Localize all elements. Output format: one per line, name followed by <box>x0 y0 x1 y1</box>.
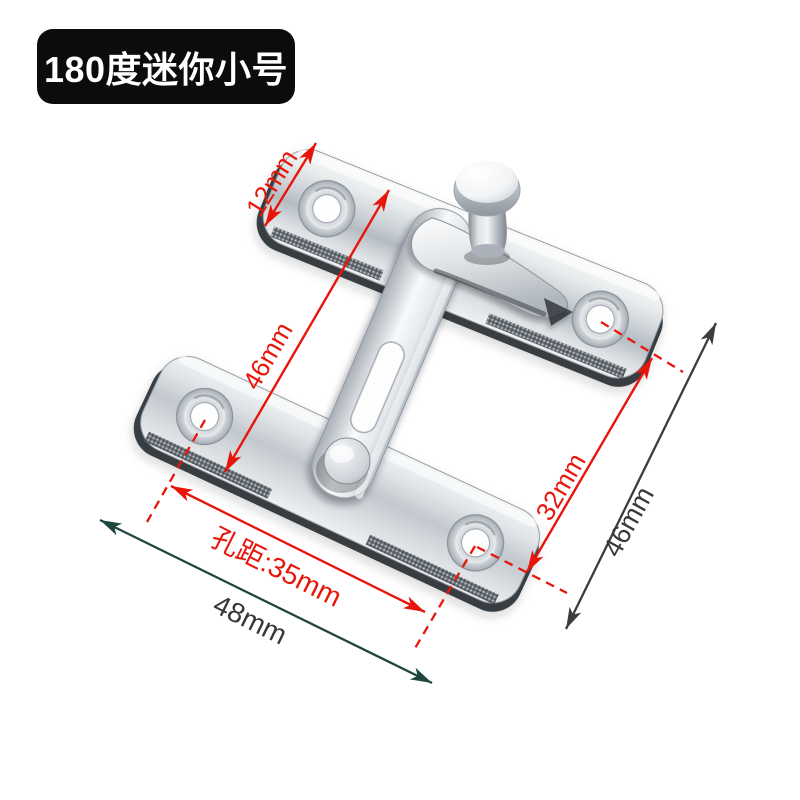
dim-line-46mm-red <box>223 189 391 473</box>
size-badge-text: 180度迷你小号 <box>43 48 289 90</box>
size-badge: 180度迷你小号 <box>37 29 295 104</box>
dim-line-46mm-overall <box>564 322 718 630</box>
knurled-edge <box>144 431 273 499</box>
tongue-hook-shadow <box>544 298 573 326</box>
ext-line-bottom-right-parallel <box>476 545 568 595</box>
ext-line-bottom-left-hole <box>146 419 206 523</box>
dim-line-48mm <box>99 518 433 685</box>
dimension-lines <box>99 142 718 685</box>
knob <box>453 161 521 265</box>
latch-tongue <box>411 217 573 326</box>
